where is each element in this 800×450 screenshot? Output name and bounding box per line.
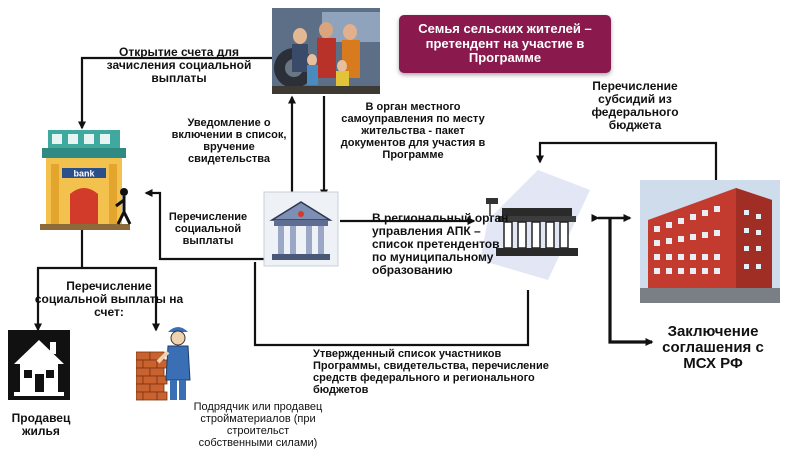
- label-open-account: Открытие счета для зачисления социальной…: [106, 45, 252, 85]
- family-photo: [272, 8, 380, 94]
- regional-gov-building-icon: [478, 160, 596, 290]
- label-notify: Уведомление о включении в список, вручен…: [171, 117, 287, 165]
- arrow-approved-list: [253, 262, 530, 347]
- label-social-payment: Перечисление социальной выплаты: [168, 211, 248, 247]
- label-federal-subsidy: Перечисление субсидий из федерального бю…: [591, 79, 679, 132]
- label-to-regional: В региональный орган управления АПК – сп…: [372, 211, 509, 277]
- label-payment-to-account: Перечисление социальной выплаты на счет:: [34, 279, 184, 319]
- label-approved-list: Утвержденный список участников Программы…: [313, 348, 549, 396]
- program-title-box: Семья сельских жителей – претендент на у…: [399, 15, 611, 73]
- label-contractor: Подрядчик или продавец стройматериалов (…: [193, 401, 323, 449]
- builder-icon: [135, 322, 202, 404]
- ministry-photo: [640, 180, 780, 303]
- local-gov-building-icon: [262, 190, 340, 268]
- label-to-local-gov: В орган местного самоуправления по месту…: [340, 101, 486, 161]
- bank-icon: bank: [30, 128, 140, 232]
- bank-sign: bank: [73, 169, 95, 179]
- arrow-to-contractor: [82, 266, 160, 332]
- arrow-open-account: [78, 56, 272, 130]
- arrow-social-payment: [144, 189, 268, 261]
- arrow-agreement: [608, 218, 654, 346]
- arrow-to-seller: [34, 266, 82, 332]
- arrow-federal-subsidy: [536, 141, 718, 180]
- label-agreement: Заключение соглашения с МСХ РФ: [662, 323, 764, 373]
- program-title: Семья сельских жителей – претендент на у…: [418, 21, 592, 66]
- label-seller: Продавец жилья: [11, 411, 71, 438]
- house-icon: [8, 330, 70, 400]
